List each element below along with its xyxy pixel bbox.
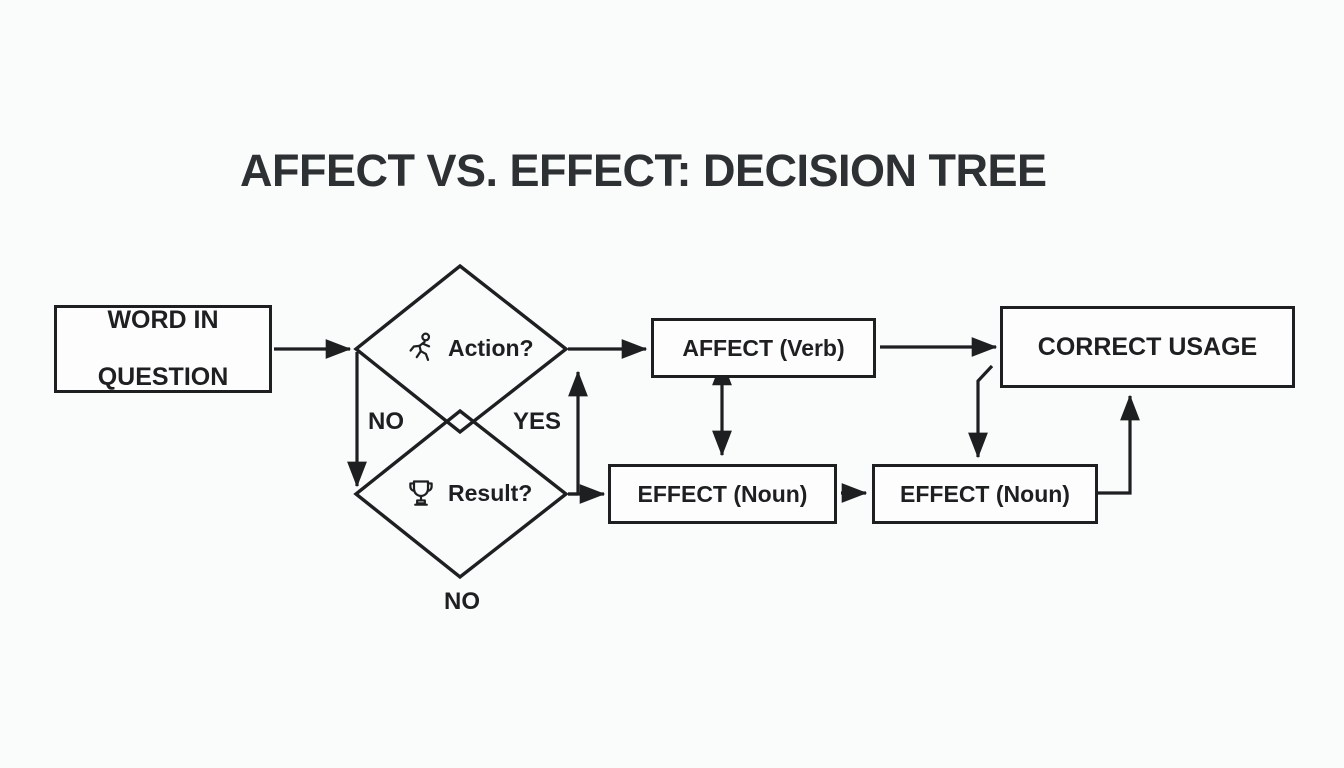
decision-result-content[interactable]: Result? — [404, 476, 532, 510]
node-affect-verb[interactable]: AFFECT (Verb) — [651, 318, 876, 378]
decision-diamond-action — [353, 263, 569, 435]
edge-label-no-left: NO — [368, 408, 404, 435]
trophy-icon — [404, 476, 438, 510]
edge-label-no-bottom: NO — [444, 588, 480, 615]
effect-noun-1-label: EFFECT (Noun) — [637, 480, 808, 507]
node-effect-noun-1[interactable]: EFFECT (Noun) — [608, 464, 837, 524]
node-correct-usage[interactable]: CORRECT USAGE — [1000, 306, 1295, 388]
page-title: AFFECT VS. EFFECT: DECISION TREE — [240, 145, 1047, 196]
correct-usage-label: CORRECT USAGE — [1037, 332, 1258, 361]
edge-branch-down-to-effect2 — [968, 364, 994, 459]
node-word-in-question[interactable]: WORD IN QUESTION — [54, 305, 272, 393]
node-effect-noun-2[interactable]: EFFECT (Noun) — [872, 464, 1098, 524]
word-in-question-line2: QUESTION — [97, 363, 229, 392]
word-in-question-line1: WORD IN — [107, 305, 219, 334]
running-person-icon — [404, 331, 438, 365]
decision-result-label: Result? — [448, 479, 533, 506]
affect-verb-label: AFFECT (Verb) — [682, 334, 845, 361]
edge-label-yes-right: YES — [513, 408, 562, 435]
decision-action-content[interactable]: Action? — [404, 331, 534, 365]
effect-noun-2-label: EFFECT (Noun) — [900, 480, 1070, 507]
edge-effect2-to-correct-usage — [1098, 394, 1140, 495]
decision-diamond-result — [353, 408, 569, 580]
decision-action-label: Action? — [448, 334, 534, 361]
